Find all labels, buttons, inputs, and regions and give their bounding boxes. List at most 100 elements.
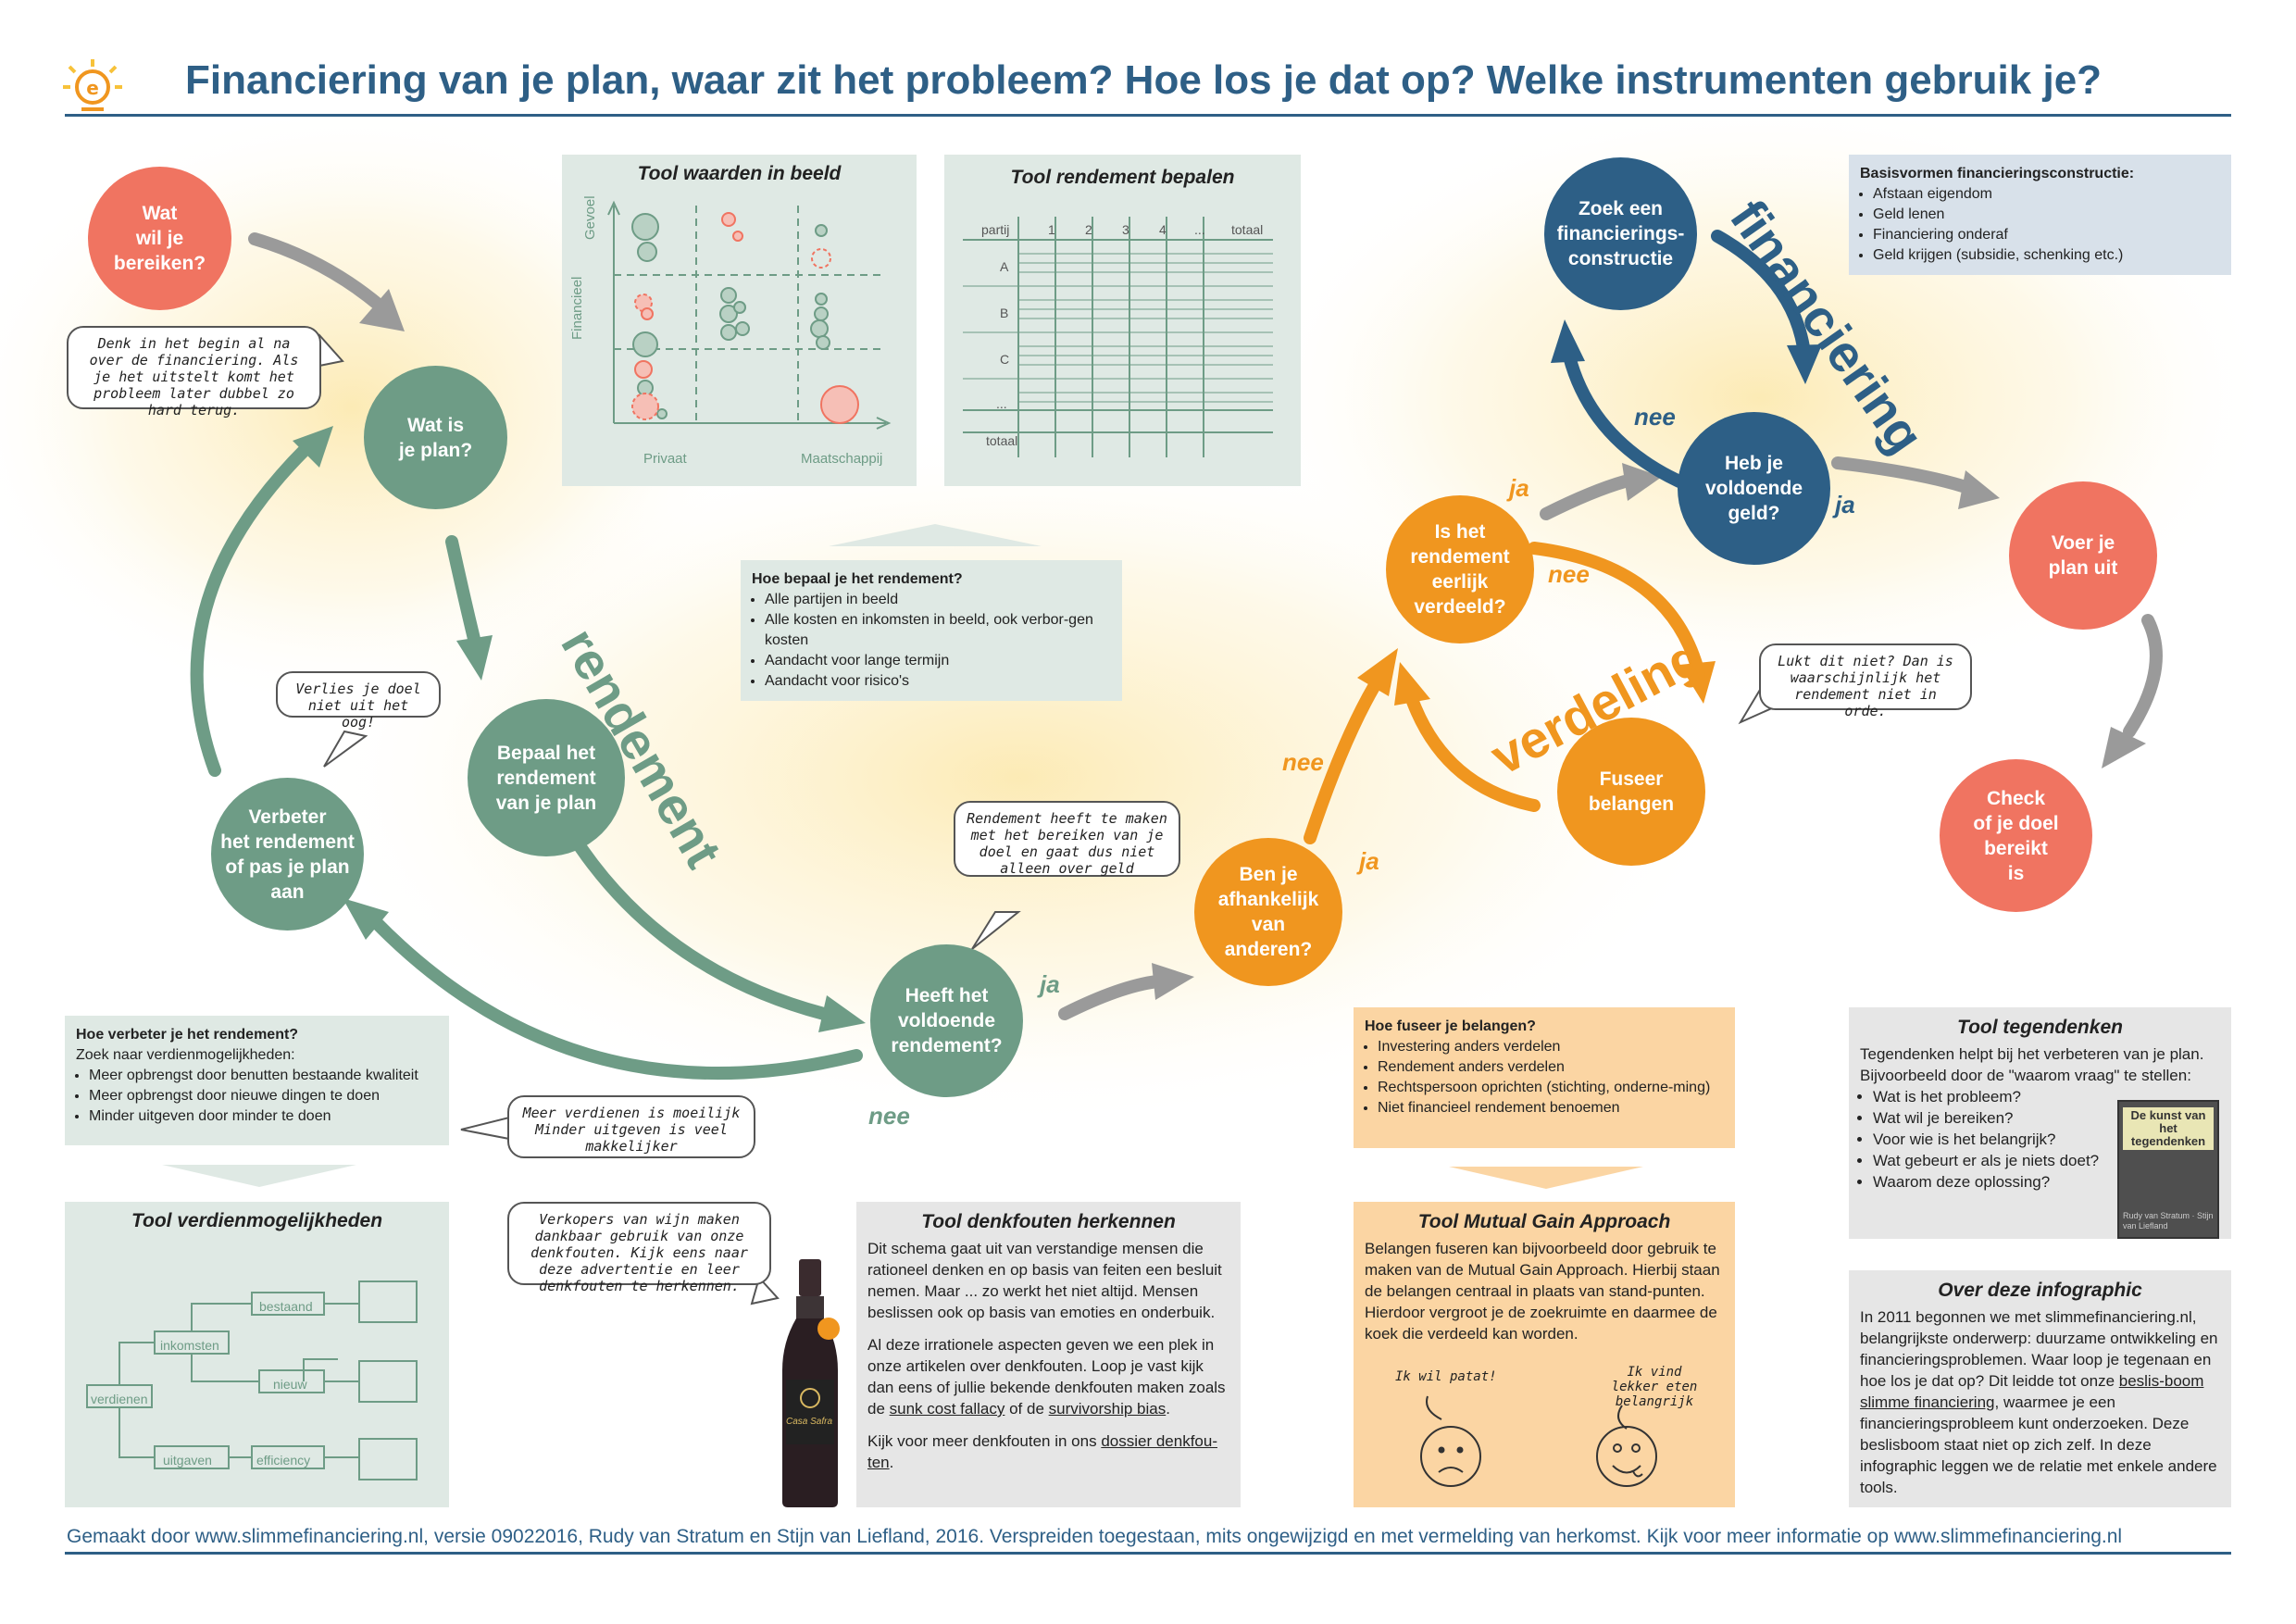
- denkfouten-p2: Al deze irrationele aspecten geven we ee…: [867, 1334, 1229, 1419]
- blue-arrowheads: [1551, 319, 1822, 384]
- node-label: Bepaal het rendement van je plan: [495, 742, 597, 814]
- over-text-b: , waarmee je een financieringsprobleem k…: [1860, 1393, 2217, 1496]
- box-verbeter-intro: Zoek naar verdienmogelijkheden:: [76, 1047, 295, 1063]
- bubble-verlies-doel-niet: Verlies je doel niet uit het oog!: [276, 671, 441, 731]
- tool-waarden-panel: Tool waarden in beeld Financi: [562, 155, 917, 486]
- list-item: Voor wie is het belangrijk?: [1873, 1129, 2118, 1150]
- list-item: Minder uitgeven door minder te doen: [89, 1106, 438, 1127]
- row-totaal: totaal: [986, 433, 1018, 448]
- axis-maatschappij-label: Maatschappij: [801, 451, 883, 467]
- list-item: Afstaan eigendom: [1873, 184, 2220, 205]
- tool-waarden-title: Tool waarden in beeld: [637, 163, 842, 184]
- over-text-a: In 2011 begonnen we met slimmefinancieri…: [1860, 1308, 2218, 1390]
- denkfouten-p2-a: Al deze irrationele aspecten geven we ee…: [867, 1336, 1226, 1418]
- denkfouten-p3-a: Kijk voor meer denkfouten in ons: [867, 1432, 1102, 1450]
- node-zoek-financieringsconstructie[interactable]: Zoek een financierings- constructie: [1544, 157, 1697, 310]
- node-label: Verbeter het rendement of pas je plan aa…: [220, 806, 355, 903]
- node-fuseer-belangen[interactable]: Fuseer belangen: [1557, 718, 1705, 866]
- box-verbeter-list: Meer opbrengst door benutten bestaande k…: [76, 1066, 438, 1127]
- tool-mga-title: Tool Mutual Gain Approach: [1417, 1211, 1671, 1232]
- box-bepaal-list: Alle partijen in beeld Alle kosten en in…: [752, 590, 1111, 692]
- node-wat-wil-je-bereiken[interactable]: Wat wil je bereiken?: [88, 167, 231, 310]
- lightbulb-logo-icon: e: [63, 59, 122, 111]
- tree-efficiency: efficiency: [256, 1453, 311, 1468]
- box-over-infographic: Over deze infographic In 2011 begonnen w…: [1849, 1270, 2231, 1507]
- denkfouten-p3: Kijk voor meer denkfouten in ons dossier…: [867, 1430, 1229, 1473]
- node-verbeter-rendement[interactable]: Verbeter het rendement of pas je plan aa…: [211, 778, 364, 931]
- node-label: Is het rendement eerlijk verdeeld?: [1410, 521, 1510, 618]
- book-cover: De kunst van het tegendenken Rudy van St…: [2117, 1100, 2219, 1239]
- orange-arrowheads: [1357, 648, 1716, 706]
- list-item: Alle partijen in beeld: [765, 590, 1111, 610]
- tree-inkomsten: inkomsten: [160, 1338, 219, 1353]
- tegendenken-list: Wat is het probleem? Wat wil je bereiken…: [1860, 1086, 2118, 1193]
- tree-verdienen: verdienen: [91, 1392, 148, 1406]
- tree-nieuw: nieuw: [273, 1377, 307, 1392]
- pointer-triangle-verbeter: [162, 1165, 356, 1187]
- node-eerlijk-verdeeld[interactable]: Is het rendement eerlijk verdeeld?: [1386, 495, 1534, 643]
- tool-rendement-grid: [963, 217, 1273, 457]
- list-item: Rechtspersoon oprichten (stichting, onde…: [1378, 1078, 1724, 1098]
- face2-speech: Ik vind lekker eten belangrijk: [1611, 1365, 1698, 1409]
- list-item: Niet financieel rendement benoemen: [1378, 1098, 1724, 1118]
- list-item: Aandacht voor risico's: [765, 671, 1111, 692]
- node-label: Zoek een financierings- constructie: [1556, 198, 1685, 269]
- box-verbeter-rendement: Hoe verbeter je het rendement? Zoek naar…: [65, 1016, 449, 1145]
- footer-credits: Gemaakt door www.slimmefinanciering.nl, …: [67, 1526, 2123, 1547]
- col-4: 4: [1159, 222, 1167, 237]
- link-survivorship-bias[interactable]: survivorship bias: [1048, 1400, 1167, 1418]
- arrow-ja-to-afhankelijk: [1058, 975, 1164, 1020]
- axis-financieel-label: Financieel: [569, 276, 585, 340]
- node-label: Wat is je plan?: [398, 414, 473, 461]
- label-ja-afhankelijk: ja: [1359, 847, 1379, 875]
- row-a: A: [1000, 259, 1009, 274]
- box-basisvormen-title: Basisvormen financieringsconstructie:: [1860, 166, 2135, 181]
- node-afhankelijk-van-anderen[interactable]: Ben je afhankelijk van anderen?: [1194, 838, 1342, 986]
- box-fuseer-list: Investering anders verdelen Rendement an…: [1365, 1037, 1724, 1118]
- list-item: Investering anders verdelen: [1378, 1037, 1724, 1057]
- list-item: Waarom deze oplossing?: [1873, 1171, 2118, 1193]
- link-sunk-cost-fallacy[interactable]: sunk cost fallacy: [889, 1400, 1005, 1418]
- green-arrows: [190, 443, 863, 1081]
- bubble-verkopers-wijn: Verkopers van wijn maken dankbaar gebrui…: [507, 1202, 771, 1294]
- node-check-doel[interactable]: Check of je doel bereikt is: [1940, 759, 2092, 912]
- denkfouten-p2-c: .: [1166, 1400, 1170, 1418]
- node-bepaal-rendement[interactable]: Bepaal het rendement van je plan: [468, 699, 625, 856]
- bubble-rendement-doel: Rendement heeft te maken met het bereike…: [954, 801, 1180, 877]
- bubble-lukt-dit-niet: Lukt dit niet? Dan is waarschijnlijk het…: [1759, 643, 1972, 719]
- sad-face-icon: [1420, 1426, 1481, 1487]
- tool-verdien-panel: Tool verdienmogelijkheden verdienen inko…: [65, 1202, 449, 1507]
- box-verbeter-title: Hoe verbeter je het rendement?: [76, 1027, 299, 1043]
- node-heeft-voldoende-rendement[interactable]: Heeft het voldoende rendement?: [870, 944, 1023, 1097]
- pointer-triangle-rendement: [829, 524, 1042, 546]
- bubble-denk-aan-financiering: Denk in het begin al na over de financie…: [67, 326, 321, 418]
- orange-arrows: [1304, 542, 1703, 844]
- list-item: Geld krijgen (subsidie, schenking etc.): [1873, 245, 2220, 266]
- green-arrowheads: [293, 426, 866, 1032]
- node-wat-is-je-plan[interactable]: Wat is je plan?: [364, 366, 507, 509]
- node-label: Heb je voldoende geld?: [1704, 453, 1803, 524]
- col-totaal: totaal: [1231, 222, 1264, 237]
- axis-privaat-label: Privaat: [643, 451, 687, 467]
- box-basisvormen: Basisvormen financieringsconstructie: Af…: [1849, 155, 2231, 275]
- arrow-voer-to-check: [2123, 614, 2163, 738]
- link-beslisboom[interactable]: beslis-boom slimme financiering: [1860, 1372, 2204, 1411]
- tool-rendement-panel: Tool rendement bepalen partij 1 2 3 4 ..…: [944, 155, 1301, 486]
- node-label: Heeft het voldoende rendement?: [891, 985, 1003, 1056]
- row-b: B: [1000, 306, 1009, 320]
- link-dossier-denkfouten[interactable]: dossier denkfou-ten: [867, 1432, 1217, 1471]
- node-voer-plan-uit[interactable]: Voer je plan uit: [2009, 481, 2157, 630]
- svg-text:e: e: [86, 77, 99, 99]
- happy-face-icon: [1596, 1426, 1657, 1487]
- box-bepaal-title: Hoe bepaal je het rendement?: [752, 571, 963, 587]
- arrow-wat-wil-je-to-plan: [248, 232, 386, 312]
- node-voldoende-geld[interactable]: Heb je voldoende geld?: [1678, 412, 1830, 565]
- label-nee-afhankelijk: nee: [1282, 748, 1324, 776]
- tool-denkfouten-title: Tool denkfouten herkennen: [921, 1211, 1176, 1232]
- col-1: 1: [1048, 222, 1055, 237]
- list-item: Geld lenen: [1873, 205, 2220, 225]
- box-fuseer-title: Hoe fuseer je belangen?: [1365, 1018, 1536, 1034]
- tool-waarden-chart: [607, 200, 892, 430]
- col-dots: ...: [1194, 222, 1205, 237]
- list-item: Rendement anders verdelen: [1378, 1057, 1724, 1078]
